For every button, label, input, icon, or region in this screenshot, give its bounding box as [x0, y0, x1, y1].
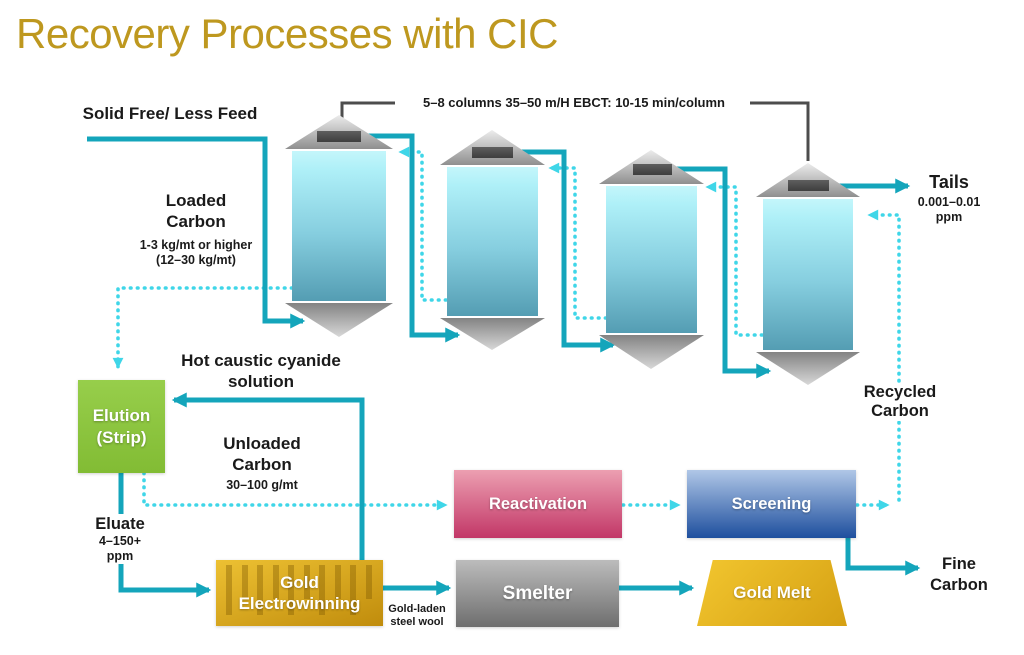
- column-cap: [788, 180, 829, 191]
- eluate-line: [118, 473, 212, 598]
- eluate-label: Eluate 4–150+ ppm: [81, 514, 159, 564]
- solution-flow-solid: [87, 133, 921, 598]
- fine-carbon-label: Fine Carbon: [930, 555, 988, 594]
- columns-bracket-left: [340, 101, 395, 118]
- column-cap: [317, 131, 361, 142]
- page-title: Recovery Processes with CIC: [16, 10, 559, 57]
- loaded-carbon-label: Loaded Carbon 1-3 kg/mt or higher (12–30…: [139, 191, 253, 267]
- column-cap: [472, 147, 513, 158]
- carbon-col4-to-col3: [705, 181, 764, 337]
- carbon-col2-to-col1: [398, 146, 448, 302]
- feed-label: Solid Free/ Less Feed: [82, 104, 258, 123]
- columns-bracket-note: 5–8 columns 35–50 m/H EBCT: 10-15 min/co…: [423, 95, 725, 110]
- smelter-node: Smelter: [456, 560, 619, 627]
- hot-caustic-label: Hot caustic cyanide solution: [181, 351, 341, 391]
- gold-melt-node: Gold Melt: [697, 560, 847, 626]
- cic-column-4: [756, 163, 860, 385]
- electrode-bars: [226, 565, 373, 618]
- gold-laden-label: Gold-laden steel wool: [388, 603, 446, 628]
- feed-line: [87, 136, 306, 329]
- gold-electrowinning-node: Gold Electrowinning: [216, 560, 383, 626]
- hot-caustic-line: [171, 392, 365, 560]
- unloaded-carbon-label: Unloaded Carbon 30–100 g/mt: [223, 434, 301, 492]
- column-bottom-cone: [756, 352, 860, 385]
- column-body: [447, 167, 538, 316]
- column-bottom-cone: [285, 303, 393, 337]
- col1-to-col2-line: [357, 133, 461, 343]
- tails-label: Tails 0.001–0.01 ppm: [917, 172, 981, 224]
- column-cap: [633, 164, 672, 175]
- col3-to-col4-line: [670, 166, 772, 379]
- recycled-carbon-label: Recycled Carbon: [856, 383, 944, 421]
- column-body: [606, 186, 697, 333]
- col2-to-col3-line: [510, 149, 616, 353]
- loaded-carbon-to-elution: [112, 286, 294, 369]
- columns-bracket-right: [750, 101, 810, 161]
- screening-node: Screening: [687, 470, 856, 538]
- column-bottom-cone: [440, 318, 545, 350]
- carbon-recycle-to-col4: [867, 209, 901, 502]
- screening-to-fine-carbon-line: [845, 538, 921, 576]
- column-body: [763, 199, 853, 350]
- carbon-col3-to-col2: [548, 162, 608, 320]
- reactivation-node: Reactivation: [454, 470, 622, 538]
- column-bottom-cone: [599, 335, 704, 369]
- cic-column-1: [285, 115, 393, 337]
- elution-node: Elution (Strip): [78, 380, 165, 473]
- unloaded-carbon-to-reactivation: [142, 471, 448, 511]
- cic-column-2: [440, 130, 545, 350]
- cic-column-3: [599, 150, 704, 369]
- column-body: [292, 151, 386, 301]
